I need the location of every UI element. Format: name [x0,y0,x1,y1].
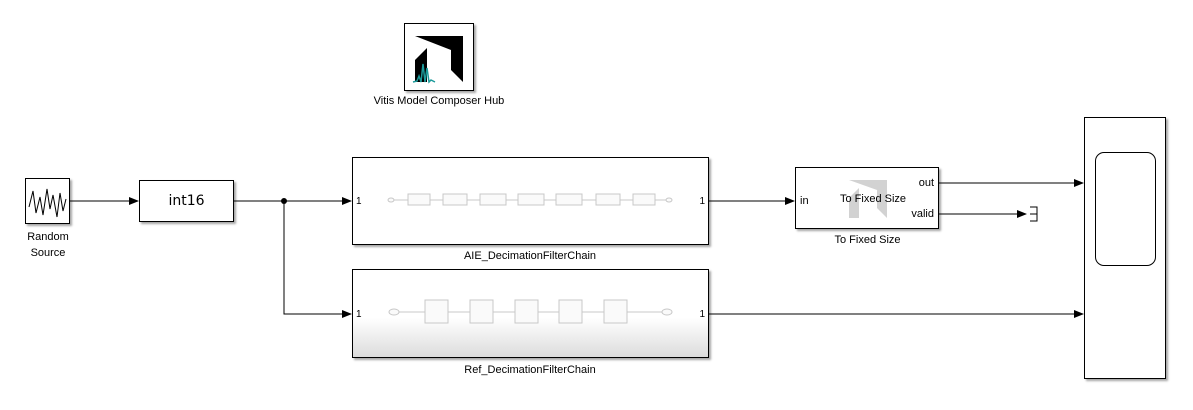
to-fixed-size-block[interactable]: To Fixed Size in out valid [795,167,939,229]
aie-out-port-label: 1 [699,196,705,207]
fixed-size-out-port: out [918,177,934,189]
terminator-block[interactable] [1030,206,1038,222]
ref-chain-label: Ref_DecimationFilterChain [464,364,596,376]
fixed-size-in-port: in [800,195,809,207]
aie-decimation-subsystem[interactable]: 1 1 [352,157,709,245]
model-composer-hub-block[interactable] [404,23,474,91]
random-source-label-line1: Random [27,231,69,243]
scope-screen-icon [1095,152,1156,266]
random-waveform-icon [28,188,67,218]
ref-in-port-label: 1 [356,309,362,320]
conversion-type-text: int16 [168,193,205,209]
line-branch-to-ref[interactable] [283,201,352,318]
amd-logo-icon [412,36,463,84]
aie-chain-label: AIE_DecimationFilterChain [463,250,597,262]
ref-out-port-label: 1 [699,309,705,320]
scope-block[interactable] [1084,117,1166,379]
aie-chain-preview-icon [387,193,673,206]
branch-point [281,198,287,204]
aie-in-port-label: 1 [356,196,362,207]
ref-chain-preview-icon [388,299,673,324]
data-type-conversion-block[interactable]: int16 [139,180,234,222]
random-source-block[interactable] [25,178,70,224]
fixed-size-valid-port: valid [911,208,934,220]
hub-label: Vitis Model Composer Hub [373,95,505,107]
signal-lines [70,179,1084,318]
fixed-size-center-text: To Fixed Size [839,193,907,205]
amd-watermark-icon [849,180,887,218]
random-source-label-line2: Source [30,247,66,259]
fixed-size-label: To Fixed Size [834,234,901,246]
ref-decimation-subsystem[interactable]: 1 1 [352,269,709,358]
